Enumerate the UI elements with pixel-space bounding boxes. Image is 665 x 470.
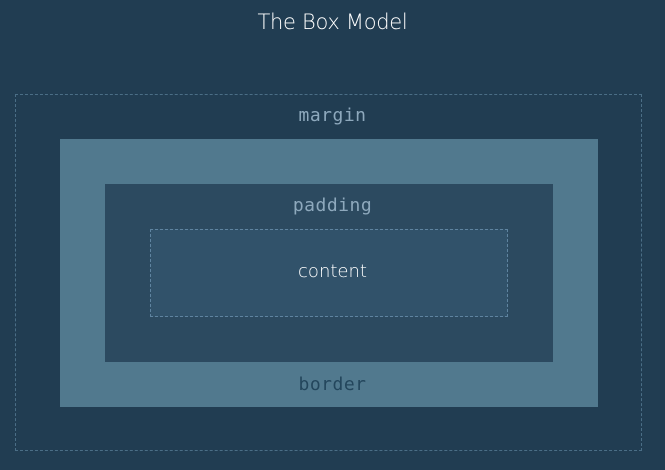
- content-label: content: [298, 261, 367, 282]
- diagram-title: The Box Model: [257, 10, 408, 34]
- border-label: border: [298, 374, 367, 395]
- margin-label: margin: [298, 105, 367, 126]
- padding-label: padding: [292, 195, 373, 216]
- content-box: [150, 229, 508, 317]
